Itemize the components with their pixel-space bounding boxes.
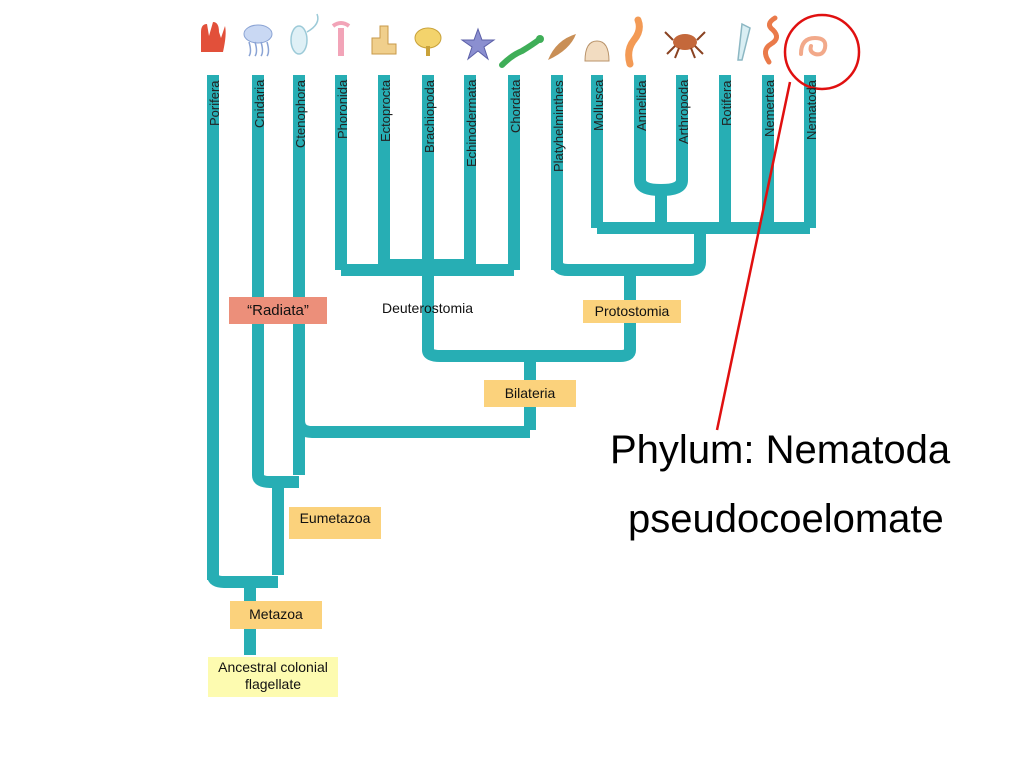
- annotation-subtitle: pseudocoelomate: [628, 497, 944, 541]
- phoronid-icon: [331, 21, 351, 56]
- node-bilateria: [422, 348, 636, 362]
- phylum-label-brachiopoda: Brachiopoda: [422, 80, 437, 153]
- clam-icon: [584, 40, 610, 62]
- lizard-icon: [499, 35, 544, 68]
- phylum-label-porifera: Porifera: [207, 80, 222, 126]
- annotation-title: Phylum: Nematoda: [610, 428, 951, 472]
- starfish-icon: [460, 27, 496, 61]
- phylum-label-platyhelminthes: Platyhelminthes: [551, 80, 566, 172]
- phylum-label-nemertea: Nemertea: [762, 79, 777, 137]
- pointer-line: [715, 81, 792, 431]
- phylum-label-nematoda: Nematoda: [804, 80, 819, 140]
- node-ctenophora-bilateria: [293, 419, 530, 438]
- phylum-label-ctenophora: Ctenophora: [293, 80, 308, 148]
- metazoa-label: Metazoa: [230, 601, 322, 629]
- bryozoan-icon: [371, 25, 397, 55]
- crab-icon: [664, 31, 706, 59]
- phylum-label-echinodermata: Echinodermata: [464, 79, 479, 167]
- roundworm-icon: [799, 35, 828, 57]
- phylum-label-annelida: Annelida: [634, 80, 649, 131]
- protostomia-label: Protostomia: [583, 300, 681, 323]
- flatworm-icon: [548, 34, 576, 60]
- rotifer-icon: [737, 22, 751, 61]
- node-protostomia: [551, 261, 706, 276]
- phylum-label-ectoprocta: Ectoprocta: [378, 79, 393, 142]
- ribbon-worm-icon: [763, 15, 779, 65]
- ancestor-label: Ancestral colonial flagellate: [208, 657, 338, 697]
- phylum-label-cnidaria: Cnidaria: [252, 79, 267, 128]
- eumetazoa-label: Eumetazoa: [289, 507, 381, 539]
- deuterostomia-label: Deuterostomia: [381, 300, 474, 316]
- phylum-label-chordata: Chordata: [508, 79, 523, 133]
- brachiopod-icon: [414, 27, 442, 56]
- comb-jelly-icon: [290, 13, 319, 55]
- bilateria-label: Bilateria: [484, 380, 576, 407]
- node-cnidaria-rest: [252, 474, 299, 488]
- sponge-icon: [201, 22, 226, 52]
- node-metazoa: [207, 574, 278, 588]
- phylum-label-rotifera: Rotifera: [719, 80, 734, 126]
- phylum-label-mollusca: Mollusca: [591, 79, 606, 131]
- highlight-circle: [783, 13, 861, 91]
- radiata-label: “Radiata”: [229, 297, 327, 324]
- organism-icons: [201, 13, 828, 68]
- node-annelida-arthropoda: [634, 179, 688, 196]
- phylum-label-arthropoda: Arthropoda: [676, 79, 691, 144]
- phylum-label-phoronida: Phoronida: [335, 79, 350, 139]
- jellyfish-icon: [243, 24, 273, 57]
- tree-branches: [207, 75, 816, 655]
- earthworm-icon: [625, 16, 643, 68]
